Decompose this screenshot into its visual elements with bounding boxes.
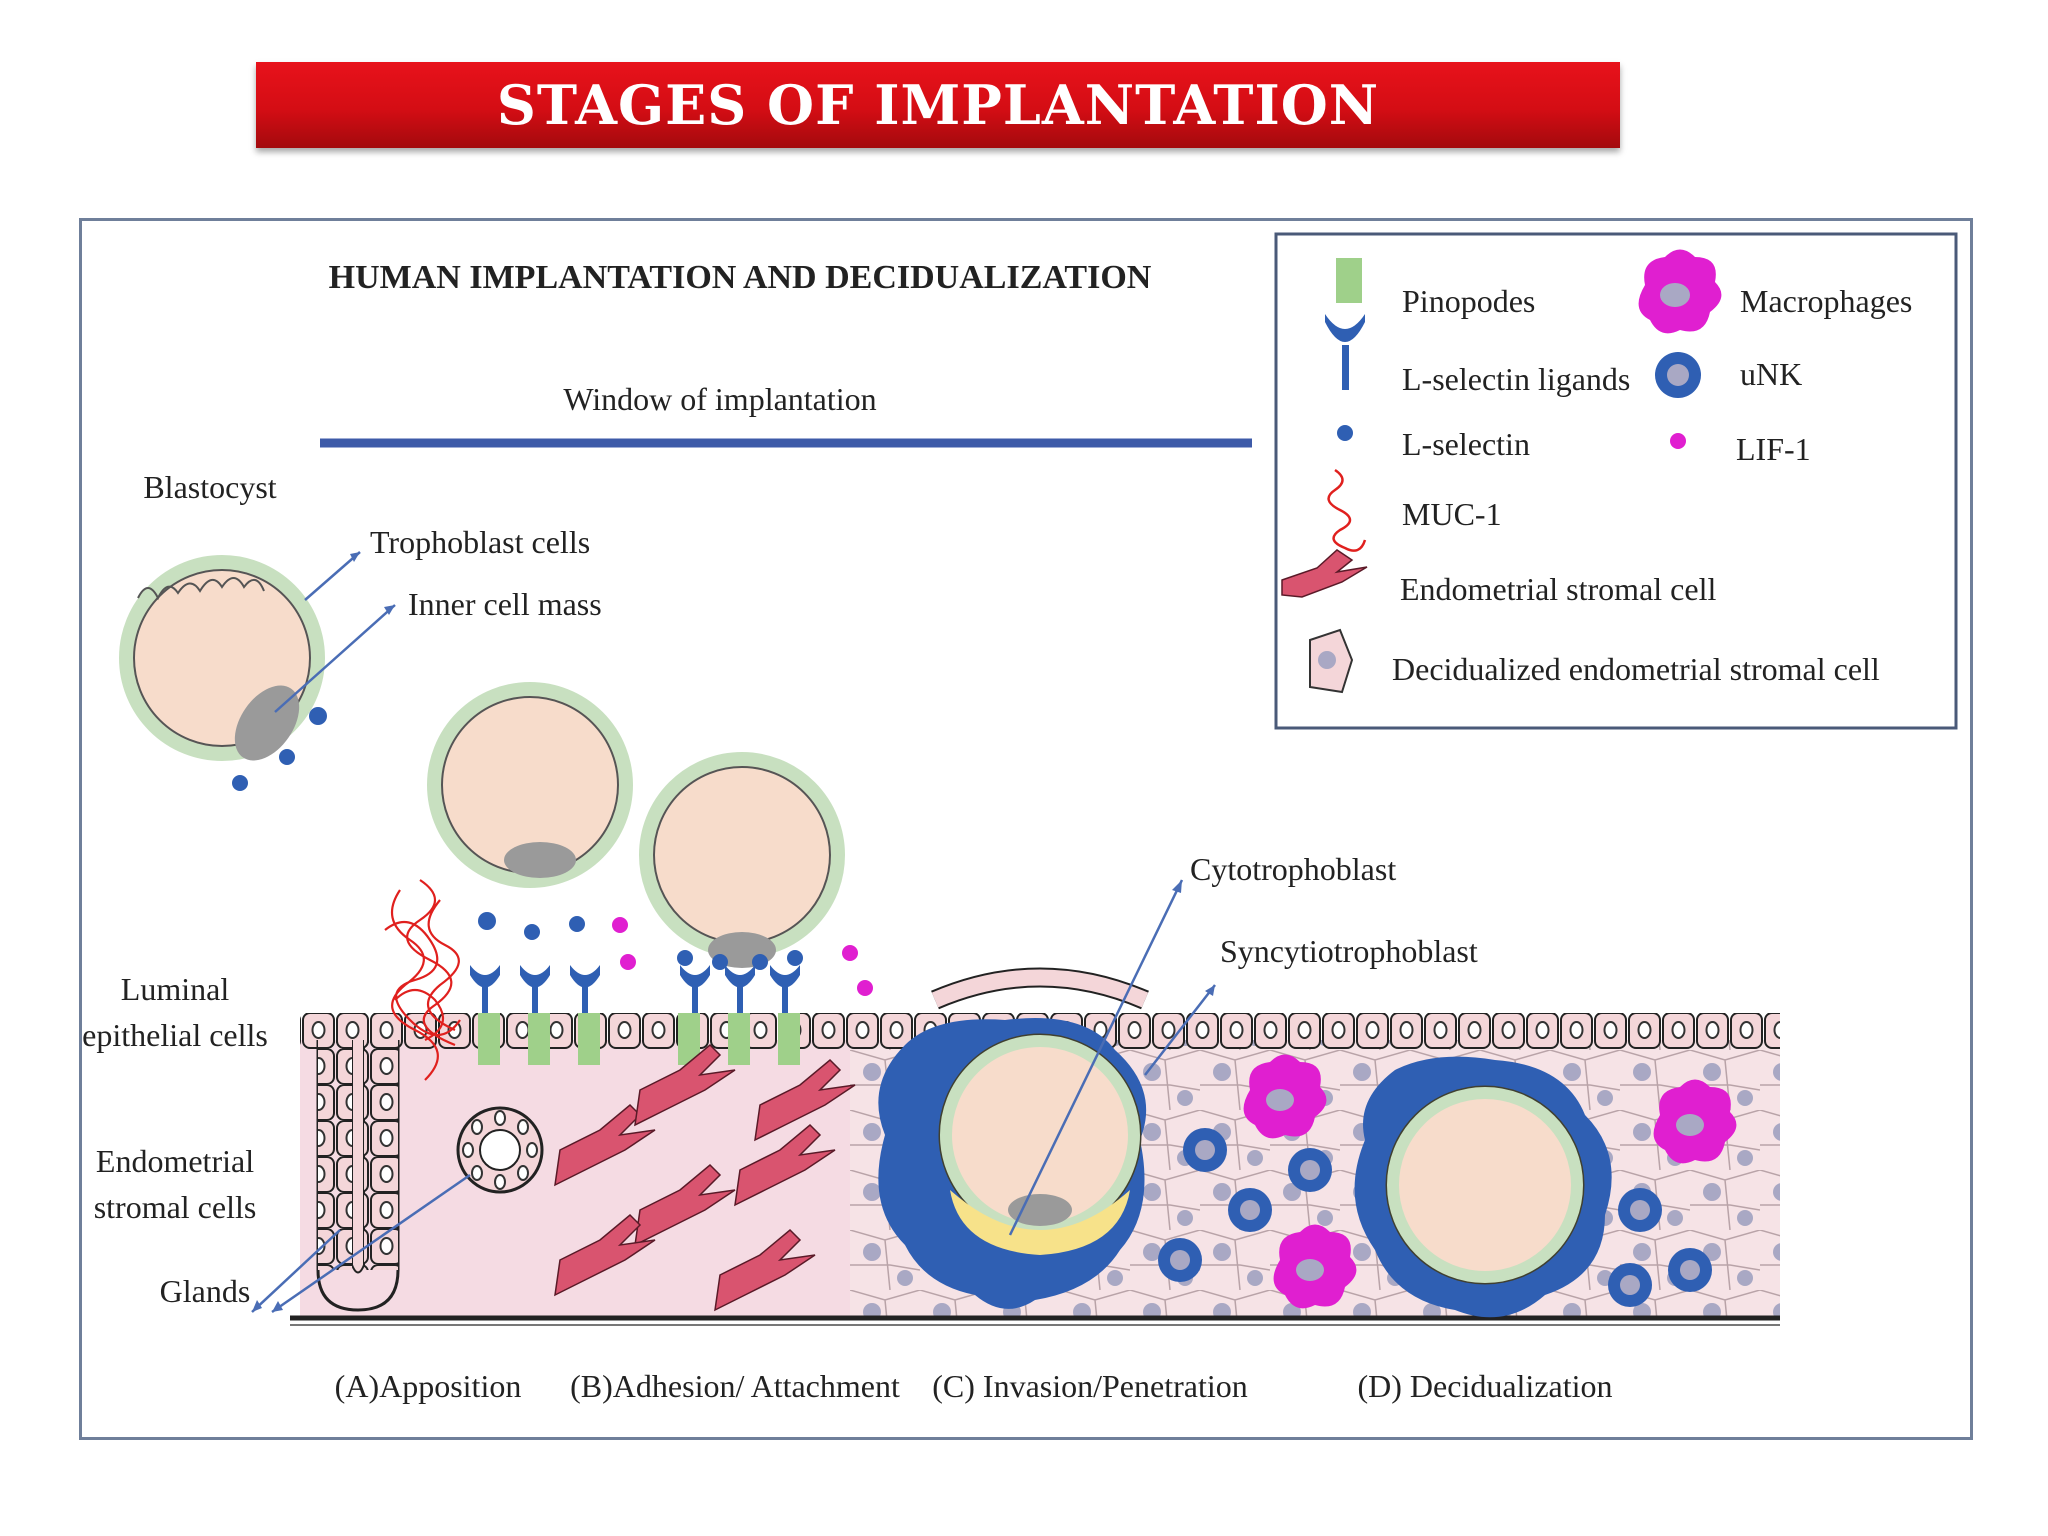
legend-unk: uNK bbox=[1740, 356, 1802, 392]
stromal-label-line2: stromal cells bbox=[94, 1189, 257, 1225]
l-selectin-dot bbox=[232, 775, 248, 791]
glands-arrow bbox=[271, 1173, 471, 1314]
slide-title: STAGES OF IMPLANTATION bbox=[496, 73, 1380, 137]
legend-macrophages: Macrophages bbox=[1740, 283, 1912, 319]
legend-l-selectin-ligands: L-selectin ligands bbox=[1402, 361, 1630, 397]
stromal-label-line1: Endometrial bbox=[96, 1143, 254, 1179]
legend-decidualized-cell: Decidualized endometrial stromal cell bbox=[1392, 651, 1880, 687]
stage-c-label: (C) Invasion/Penetration bbox=[932, 1368, 1247, 1404]
legend-pinopodes: Pinopodes bbox=[1402, 283, 1535, 319]
pinopode-icon bbox=[1336, 258, 1362, 303]
macrophage-icon bbox=[1638, 249, 1722, 334]
unk-icon bbox=[1655, 352, 1701, 398]
legend: Pinopodes L-selectin ligands L-selectin … bbox=[1274, 232, 1958, 730]
muc1-cluster bbox=[384, 879, 461, 1081]
l-selectin-dot bbox=[279, 749, 295, 765]
luminal-label-line2: epithelial cells bbox=[82, 1017, 268, 1053]
blastocyst-label: Blastocyst bbox=[143, 469, 276, 505]
glands-arrow bbox=[251, 1229, 341, 1313]
legend-muc1: MUC-1 bbox=[1402, 496, 1502, 532]
stromal-cell-icon bbox=[1281, 549, 1368, 598]
cytotrophoblast-arrow bbox=[1008, 879, 1184, 1236]
trophoblast-cells-label: Trophoblast cells bbox=[370, 524, 590, 560]
cytotrophoblast-label: Cytotrophoblast bbox=[1190, 851, 1396, 887]
legend-l-selectin: L-selectin bbox=[1402, 426, 1530, 462]
l-selectin-dot bbox=[309, 707, 327, 725]
decidualized-cell-icon bbox=[1309, 628, 1354, 694]
adhesion-blastocyst bbox=[642, 755, 842, 968]
free-blastocyst bbox=[122, 558, 322, 772]
apposition-blastocyst bbox=[430, 685, 630, 885]
syncytiotrophoblast-label: Syncytiotrophoblast bbox=[1220, 933, 1478, 969]
trophoblast-arrow bbox=[304, 551, 361, 601]
stromal-cells bbox=[554, 1043, 856, 1312]
title-banner: STAGES OF IMPLANTATION bbox=[256, 62, 1620, 148]
inner-cell-mass-label: Inner cell mass bbox=[408, 586, 602, 622]
window-label: Window of implantation bbox=[563, 381, 876, 417]
macrophages bbox=[1243, 1054, 1737, 1309]
luminal-label-line1: Luminal bbox=[121, 971, 230, 1007]
l-selectin-ligands bbox=[470, 965, 600, 1013]
l-selectin-ligand-icon bbox=[1325, 314, 1365, 390]
legend-lif1: LIF-1 bbox=[1736, 431, 1811, 467]
gland-cross-section bbox=[456, 1106, 544, 1194]
decidualization-blastocyst bbox=[1354, 1056, 1612, 1318]
stage-b-label: (B)Adhesion/ Attachment bbox=[570, 1368, 900, 1404]
glands-label: Glands bbox=[160, 1273, 251, 1309]
inner-cell-mass-arrow bbox=[274, 604, 396, 713]
invasion-blastocyst bbox=[878, 967, 1149, 1309]
gland bbox=[316, 1040, 400, 1312]
syncytiotrophoblast-arrow bbox=[1144, 984, 1216, 1076]
stage-d-label: (D) Decidualization bbox=[1358, 1368, 1613, 1404]
stage-a-label: (A)Apposition bbox=[335, 1368, 522, 1404]
unk-cells bbox=[1158, 1128, 1712, 1307]
legend-stromal-cell: Endometrial stromal cell bbox=[1400, 571, 1716, 607]
adhesion-ligands bbox=[677, 950, 803, 1013]
lif1-icon bbox=[1670, 433, 1686, 449]
pinopodes bbox=[478, 1013, 800, 1065]
muc1-icon bbox=[1327, 468, 1367, 552]
l-selectin-icon bbox=[1337, 425, 1353, 441]
diagram-title: HUMAN IMPLANTATION AND DECIDUALIZATION bbox=[329, 259, 1152, 296]
lif1-dots bbox=[612, 917, 873, 996]
